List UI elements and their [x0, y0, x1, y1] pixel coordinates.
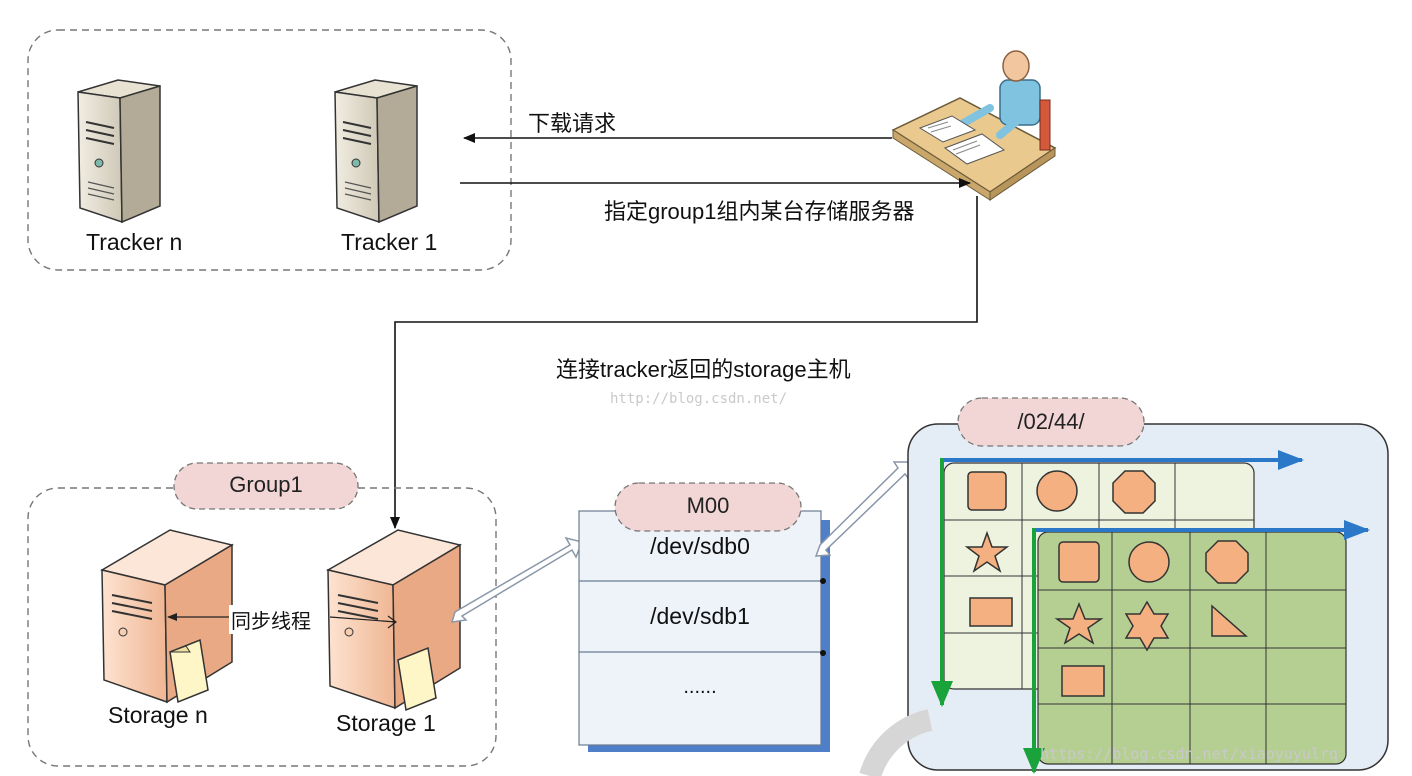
volume-name-pill [614, 482, 802, 532]
assign-server-label: 指定group1组内某台存储服务器 [604, 199, 915, 224]
storage-to-volume-arrow [450, 536, 584, 623]
group-name-pill [173, 462, 359, 510]
storage-n-server-icon [100, 529, 234, 704]
volume-row-sdb1: /dev/sdb1 [650, 603, 750, 629]
connect-storage-label: 连接tracker返回的storage主机 [556, 357, 851, 382]
storage-n-label: Storage n [108, 702, 208, 728]
watermark-url-bottom: https://blog.csdn.net/xiaoyuyulrq [1040, 745, 1339, 763]
client-user-icon [891, 50, 1057, 201]
connect-storage-arrow [390, 196, 978, 529]
storage-1-server-icon [325, 529, 462, 712]
tracker-n-label: Tracker n [86, 229, 183, 255]
watermark-logo-arc [859, 709, 933, 776]
volume-name-label: M00 [686, 493, 730, 518]
front-storage-grid [1037, 531, 1347, 765]
download-request-label: 下载请求 [528, 111, 617, 136]
group-name-label: Group1 [229, 472, 303, 497]
volume-to-directory-arrow [814, 461, 913, 557]
volume-row-more: ...... [683, 676, 717, 698]
volume-m00-stack [578, 510, 830, 752]
sync-thread-arrowhead [387, 615, 397, 629]
tracker-1-server-icon [334, 79, 418, 224]
volume-row-sdb0: /dev/sdb0 [650, 533, 750, 559]
storage-1-label: Storage 1 [336, 710, 436, 736]
watermark-url-center: http://blog.csdn.net/ [610, 391, 788, 407]
sync-thread-label: 同步线程 [229, 605, 313, 634]
sync-thread-line-right [329, 616, 397, 623]
directory-path-label: /02/44/ [1017, 409, 1085, 434]
directory-path-pill [957, 397, 1145, 447]
tracker-n-server-icon [77, 79, 161, 224]
tracker-1-label: Tracker 1 [341, 229, 438, 255]
